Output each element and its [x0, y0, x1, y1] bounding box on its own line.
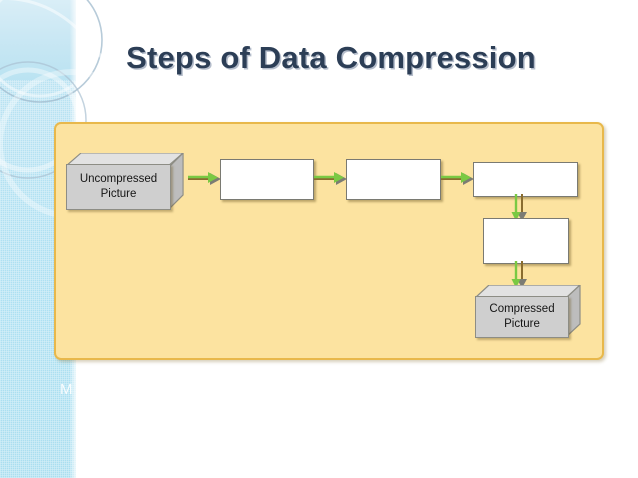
cube-front-face: Compressed Picture — [475, 296, 569, 338]
node-uncompressed-picture[interactable]: Uncompressed Picture — [66, 153, 184, 210]
cube-side-face — [169, 153, 184, 210]
footer-mark: M — [60, 381, 73, 398]
edge-node5-to-node6 — [511, 261, 531, 289]
node-label-line1: Uncompressed — [79, 173, 158, 186]
node-step-5[interactable] — [483, 218, 569, 264]
edge-node2-to-node3 — [314, 170, 348, 186]
node-label-line1: Compressed — [489, 303, 555, 316]
diagram-panel: Uncompressed Picture — [54, 122, 604, 360]
node-step-3[interactable] — [346, 159, 441, 200]
band-top-highlight — [0, 0, 76, 80]
node-label-line2: Picture — [100, 188, 137, 200]
node-label-line2: Picture — [504, 318, 540, 330]
edge-node3-to-node4 — [441, 170, 475, 186]
cube-front-face: Uncompressed Picture — [66, 164, 171, 210]
node-step-4[interactable] — [473, 162, 578, 197]
edge-node4-to-node5 — [511, 194, 531, 222]
node-step-2[interactable] — [220, 159, 314, 200]
cube-side-face — [566, 285, 581, 338]
node-compressed-picture[interactable]: Compressed Picture — [475, 285, 581, 338]
page-title: Steps of Data Compression — [126, 40, 536, 75]
edge-node1-to-node2 — [188, 170, 222, 186]
